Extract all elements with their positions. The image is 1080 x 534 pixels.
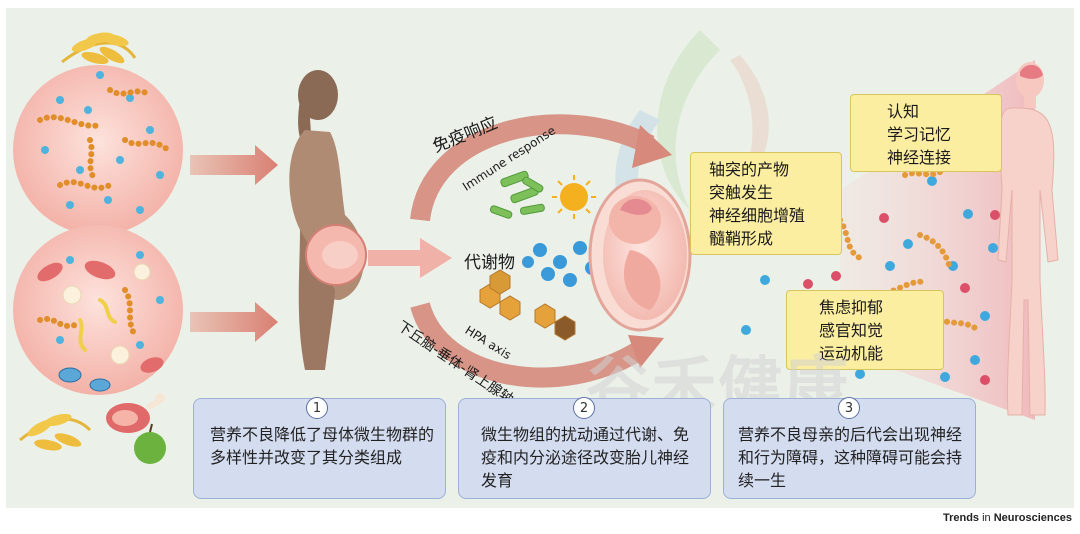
- fetal-effects-box: 轴突的产物 突触发生 神经细胞增殖 髓鞘形成: [690, 152, 842, 255]
- arrow-gut-to-mother-2: [190, 302, 278, 342]
- emotion-box: 焦虑抑郁 感官知觉 运动机能: [786, 290, 944, 370]
- emotion-2: 感官知觉: [819, 321, 884, 340]
- fetus: [588, 178, 692, 332]
- fetal-effect-2: 突触发生: [709, 183, 774, 202]
- step-box-3: 3 营养不良母亲的后代会出现神经和行为障碍，这种障碍可能会持续一生: [723, 397, 976, 499]
- step-text-3: 营养不良母亲的后代会出现神经和行为障碍，这种障碍可能会持续一生: [738, 425, 963, 490]
- metabolite-label: 代谢物: [464, 253, 515, 273]
- step-text-1: 营养不良降低了母体微生物群的多样性并改变了其分类组成: [210, 425, 435, 467]
- journal-name-1: Trends: [942, 512, 980, 524]
- step-number-1: 1: [306, 397, 328, 419]
- apple-icon: [134, 423, 166, 464]
- gut-microbiota-healthy: [13, 65, 183, 235]
- meat-icon: [106, 393, 165, 433]
- fetal-effect-1: 轴突的产物: [709, 160, 790, 179]
- human-figure: [997, 62, 1059, 416]
- wheat-icon: [61, 32, 137, 65]
- wheat-icon-bottom: [19, 413, 92, 451]
- sun-icon: [552, 175, 596, 219]
- journal-credit: Trends in Neurosciences: [943, 512, 1072, 524]
- journal-name-2: in: [979, 512, 994, 524]
- cognition-box: 认知 学习记忆 神经连接: [850, 94, 1002, 172]
- step-box-1: 1 营养不良降低了母体微生物群的多样性并改变了其分类组成: [193, 397, 446, 499]
- mother-silhouette: [289, 70, 367, 370]
- cognition-2: 学习记忆: [887, 125, 952, 144]
- step-box-2: 2 微生物组的扰动通过代谢、免疫和内分泌途径改变胎儿神经发育: [458, 397, 711, 499]
- immune-cells: [489, 170, 545, 219]
- cognition-1: 认知: [887, 102, 920, 121]
- step-number-2: 2: [573, 397, 595, 419]
- arrow-mother-to-metabolites: [368, 238, 452, 278]
- fetal-effect-3: 神经细胞增殖: [709, 206, 806, 225]
- fetal-effect-4: 髓鞘形成: [709, 229, 774, 248]
- immune-arc-arrow: [410, 114, 655, 222]
- brain-icon: [620, 198, 652, 215]
- arrow-gut-to-mother-1: [190, 145, 278, 185]
- hpa-arc-arrow: [410, 301, 646, 388]
- journal-name-3: Neurosciences: [993, 512, 1072, 524]
- gut-microbiota-perturbed: [13, 225, 183, 395]
- step-text-2: 微生物组的扰动通过代谢、免疫和内分泌途径改变胎儿神经发育: [481, 425, 690, 490]
- cognition-3: 神经连接: [887, 148, 952, 167]
- emotion-3: 运动机能: [819, 344, 884, 363]
- step-number-3: 3: [838, 397, 860, 419]
- emotion-1: 焦虑抑郁: [819, 298, 884, 317]
- hormone-molecules: [479, 269, 576, 341]
